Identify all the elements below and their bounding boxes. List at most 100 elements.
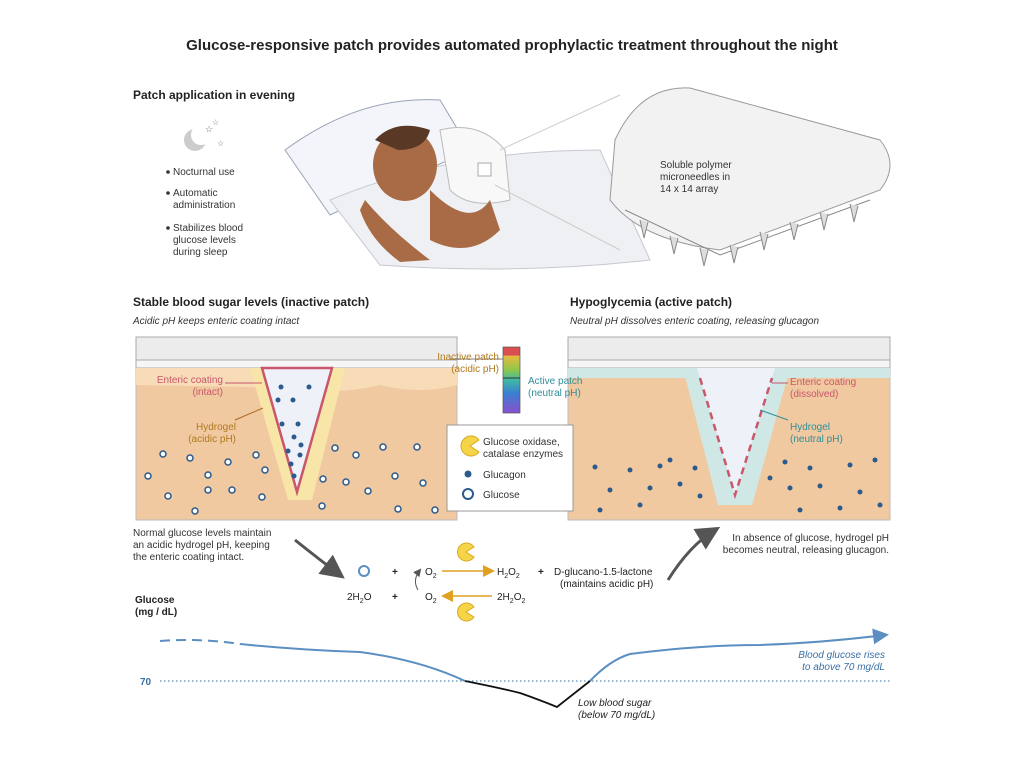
glucagon-particle (597, 507, 603, 513)
patch-caption: Soluble polymer microneedles in 14 x 14 … (660, 160, 732, 195)
svg-text:☆: ☆ (217, 139, 224, 148)
threshold-label: 70 (140, 677, 152, 688)
hypo-labels: Enteric coating (dissolved) Hydrogel (ne… (790, 377, 856, 445)
glucose-particle (252, 451, 260, 459)
stable-caption: Normal glucose levels maintain an acidic… (133, 528, 271, 563)
svg-text:the enteric coating intact.: the enteric coating intact. (133, 552, 244, 563)
glucagon-particle (847, 462, 853, 468)
glucose-particle (144, 472, 152, 480)
svg-text:2H2O2: 2H2O2 (497, 592, 525, 605)
svg-text:an acidic hydrogel pH, keeping: an acidic hydrogel pH, keeping (133, 540, 270, 551)
svg-text:(maintains acidic pH): (maintains acidic pH) (560, 579, 653, 590)
bullet-list: Nocturnal use Automatic administration S… (166, 167, 243, 258)
enzyme-icon (460, 435, 480, 457)
glucose-particle (319, 475, 327, 483)
svg-text:Low blood sugar: Low blood sugar (578, 698, 652, 709)
bullet-text: Nocturnal use (173, 167, 235, 178)
stable-panel (135, 336, 458, 521)
glucagon-particle (817, 483, 823, 489)
glucose-particle (261, 466, 269, 474)
glucagon-particle (692, 465, 698, 471)
glucagon-particle (677, 481, 683, 487)
svg-text:Soluble polymer: Soluble polymer (660, 160, 732, 171)
glucagon-particle (288, 461, 294, 467)
glucose-particle (419, 479, 427, 487)
stable-heading: Stable blood sugar levels (inactive patc… (133, 295, 369, 309)
svg-text:14 x 14 array: 14 x 14 array (660, 184, 718, 195)
svg-text:Enteric coating: Enteric coating (157, 375, 223, 386)
glucagon-particle (290, 397, 296, 403)
hypo-heading: Hypoglycemia (active patch) (570, 295, 732, 309)
glucose-particle (228, 486, 236, 494)
glucose-particle (159, 450, 167, 458)
glucagon-particle (295, 421, 301, 427)
svg-text:O2: O2 (425, 567, 437, 580)
sleeping-person-illustration (284, 94, 651, 270)
glucagon-particle (298, 442, 304, 448)
glucose-particle (191, 507, 199, 515)
svg-text:(mg / dL): (mg / dL) (135, 607, 177, 618)
ph-scale-labels: Inactive patch (acidic pH) Active patch … (437, 352, 582, 399)
svg-text:Normal glucose levels maintain: Normal glucose levels maintain (133, 528, 271, 539)
glucose-particle (379, 443, 387, 451)
svg-text:2H2O: 2H2O (347, 592, 372, 605)
glucagon-icon (464, 470, 472, 478)
glucagon-particle (278, 384, 284, 390)
svg-text:(neutral pH): (neutral pH) (528, 388, 581, 399)
reaction-equation: + O2 H2O2 + D-glucano-1.5-lactone (maint… (347, 542, 653, 622)
hypo-caption: In absence of glucose, hydrogel pH becom… (723, 533, 889, 556)
glucose-particle (391, 472, 399, 480)
glucagon-particle (647, 485, 653, 491)
glucose-icon (358, 565, 370, 577)
glucagon-particle (797, 507, 803, 513)
glucagon-particle (637, 502, 643, 508)
svg-text:Glucose: Glucose (483, 490, 520, 501)
svg-text:Active patch: Active patch (528, 376, 582, 387)
svg-text:+: + (538, 567, 544, 578)
svg-text:(below 70 mg/dL): (below 70 mg/dL) (578, 710, 655, 721)
moon-stars-icon: ☆☆☆ (184, 118, 224, 151)
application-heading: Patch application in evening (133, 88, 295, 102)
glucagon-particle (767, 475, 773, 481)
svg-text:becomes neutral, releasing glu: becomes neutral, releasing glucagon. (723, 545, 889, 556)
patch-on-arm (477, 162, 492, 177)
svg-text:Enteric coating: Enteric coating (790, 377, 856, 388)
svg-text:+: + (392, 567, 398, 578)
glucagon-particle (782, 459, 788, 465)
svg-text:(acidic pH): (acidic pH) (451, 364, 499, 375)
glucose-particle (204, 471, 212, 479)
glucagon-particle (297, 452, 303, 458)
glucagon-particle (592, 464, 598, 470)
svg-text:administration: administration (173, 200, 235, 211)
legend: Glucose oxidase, catalase enzymes Glucag… (446, 424, 574, 512)
glucose-particle (186, 454, 194, 462)
glucose-particle (204, 486, 212, 494)
svg-text:Inactive patch: Inactive patch (437, 352, 499, 363)
svg-text:D-glucano-1.5-lactone: D-glucano-1.5-lactone (554, 567, 653, 578)
glucagon-particle (607, 487, 613, 493)
glucagon-particle (657, 463, 663, 469)
svg-text:+: + (392, 592, 398, 603)
glucose-particle (224, 458, 232, 466)
svg-text:In absence of glucose, hydroge: In absence of glucose, hydrogel pH (732, 533, 889, 544)
glucagon-particle (857, 489, 863, 495)
svg-text:microneedles in: microneedles in (660, 172, 730, 183)
glucose-curve-dashed (159, 639, 241, 645)
svg-text:during sleep: during sleep (173, 247, 228, 258)
ph-scale-bar (502, 346, 521, 414)
svg-text:Glucagon: Glucagon (483, 470, 526, 481)
glucose-particle (413, 443, 421, 451)
glucose-icon (462, 488, 474, 500)
glucagon-particle (872, 457, 878, 463)
glucagon-particle (279, 421, 285, 427)
glucagon-particle (787, 485, 793, 491)
glucose-particle (431, 506, 439, 514)
glucagon-particle (627, 467, 633, 473)
svg-text:Glucose oxidase,: Glucose oxidase, (483, 437, 560, 448)
svg-text:(dissolved): (dissolved) (790, 389, 838, 400)
glucagon-particle (275, 397, 281, 403)
page-title: Glucose-responsive patch provides automa… (186, 37, 838, 54)
glucagon-particle (285, 448, 291, 454)
glucose-chart: Glucose (mg / dL) 70 Blood glucose rises… (135, 595, 890, 721)
